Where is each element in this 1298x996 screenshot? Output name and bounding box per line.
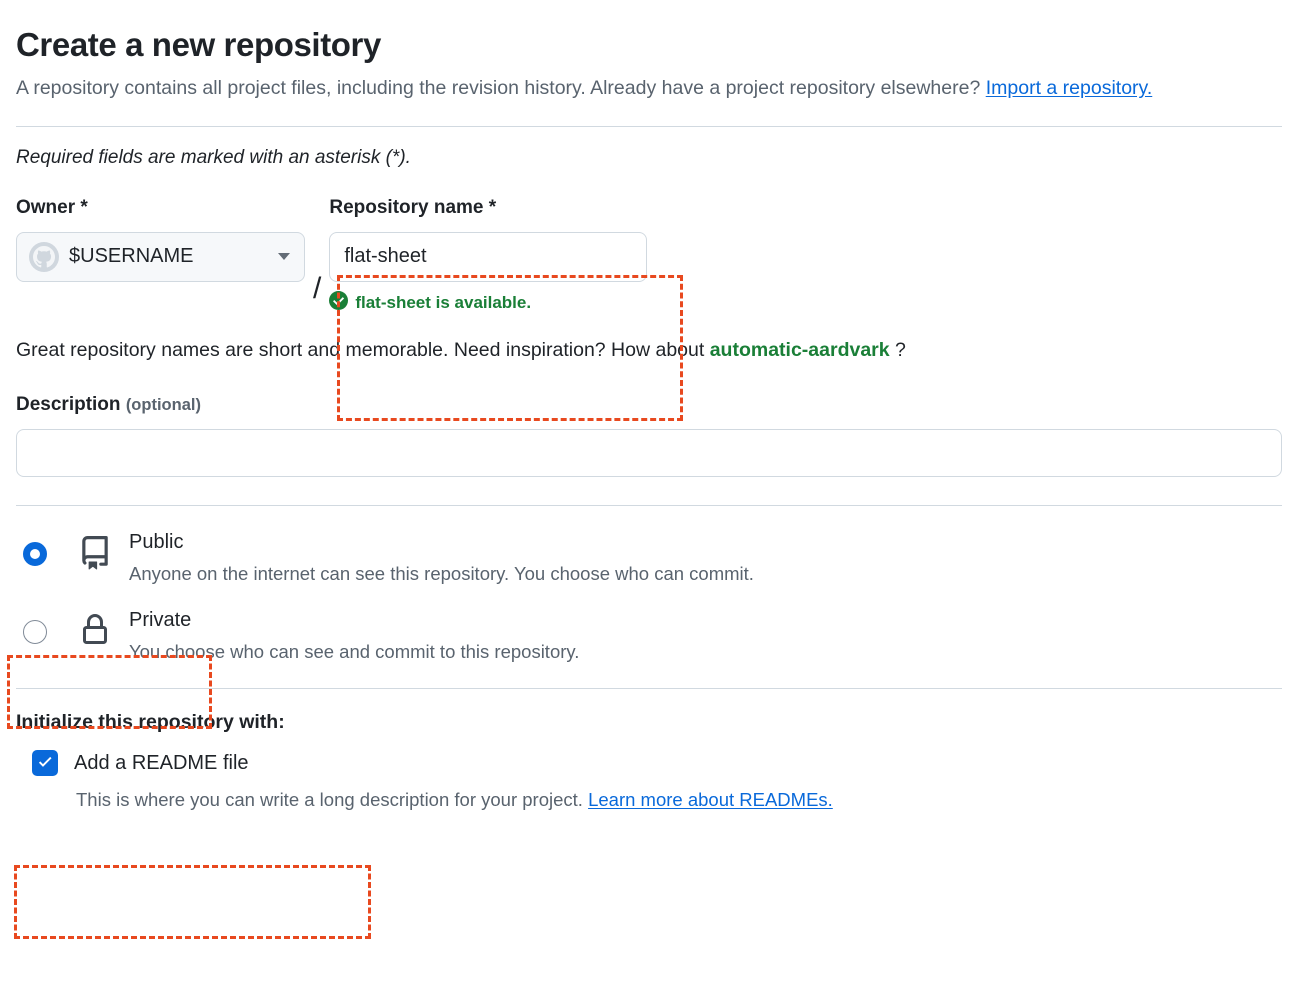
radio-public[interactable] xyxy=(23,541,47,566)
create-repository-page: Create a new repository A repository con… xyxy=(0,24,1298,996)
description-input[interactable] xyxy=(16,428,1282,477)
readme-checkbox-row[interactable]: Add a README file xyxy=(32,750,1282,777)
owner-field: Owner * $USERNAME xyxy=(16,197,305,282)
owner-label: Owner * xyxy=(16,197,88,219)
owner-value: $USERNAME xyxy=(69,245,194,268)
page-subtitle: A repository contains all project files,… xyxy=(16,74,1216,103)
repo-book-icon xyxy=(78,535,112,570)
readme-help-text: This is where you can write a long descr… xyxy=(76,788,1282,812)
description-field: Description (optional) xyxy=(16,394,1282,477)
repository-name-input[interactable] xyxy=(329,231,648,282)
inspiration-prefix: Great repository names are short and mem… xyxy=(16,338,710,361)
visibility-public-text: Public Anyone on the internet can see th… xyxy=(129,530,754,586)
initialize-title: Initialize this repository with: xyxy=(16,711,285,734)
owner-and-name-row: Owner * $USERNAME / Repository name * xyxy=(16,197,1282,315)
page-title: Create a new repository xyxy=(16,26,381,63)
chevron-down-icon xyxy=(278,253,290,261)
import-repository-link[interactable]: Import a repository. xyxy=(985,77,1153,100)
availability-message-text: flat-sheet is available. xyxy=(355,292,532,312)
github-octocat-icon xyxy=(29,241,59,272)
readme-checkbox-label: Add a README file xyxy=(74,751,249,774)
visibility-public-description: Anyone on the internet can see this repo… xyxy=(129,562,754,584)
availability-message: flat-sheet is available. xyxy=(329,290,647,315)
visibility-option-private[interactable]: Private You choose who can see and commi… xyxy=(16,608,1282,664)
visibility-private-text: Private You choose who can see and commi… xyxy=(129,608,579,664)
page-subtitle-text: A repository contains all project files,… xyxy=(16,77,986,100)
suggested-repository-name[interactable]: automatic-aardvark xyxy=(709,338,890,361)
learn-more-readmes-link[interactable]: Learn more about READMEs. xyxy=(588,789,833,811)
description-optional-text: (optional) xyxy=(125,396,201,415)
initialize-section: Initialize this repository with: Add a R… xyxy=(16,711,1282,812)
lock-icon xyxy=(78,614,112,646)
divider-before-initialize xyxy=(16,688,1282,690)
owner-select[interactable]: $USERNAME xyxy=(16,231,305,282)
description-label: Description (optional) xyxy=(16,394,1282,417)
initialize-readme-highlight xyxy=(14,865,371,939)
divider-top xyxy=(16,125,1282,127)
check-circle-fill-icon xyxy=(329,290,349,315)
description-label-text: Description xyxy=(16,394,121,416)
checkbox-add-readme[interactable] xyxy=(32,750,58,777)
required-fields-note: Required fields are marked with an aster… xyxy=(16,146,411,168)
visibility-public-title: Public xyxy=(129,530,184,553)
repository-name-label: Repository name * xyxy=(329,197,497,219)
inspiration-text: Great repository names are short and mem… xyxy=(16,337,1282,364)
repository-name-field: Repository name * flat-sheet is availabl… xyxy=(329,197,648,315)
visibility-option-public[interactable]: Public Anyone on the internet can see th… xyxy=(16,530,1282,586)
radio-private[interactable] xyxy=(23,620,47,645)
inspiration-suffix: ? xyxy=(889,338,906,361)
visibility-private-title: Private xyxy=(129,609,192,632)
visibility-private-description: You choose who can see and commit to thi… xyxy=(129,641,580,663)
visibility-group: Public Anyone on the internet can see th… xyxy=(16,530,1282,664)
owner-name-separator: / xyxy=(313,271,322,305)
divider-before-visibility xyxy=(16,504,1282,506)
readme-help-text-body: This is where you can write a long descr… xyxy=(76,789,589,811)
